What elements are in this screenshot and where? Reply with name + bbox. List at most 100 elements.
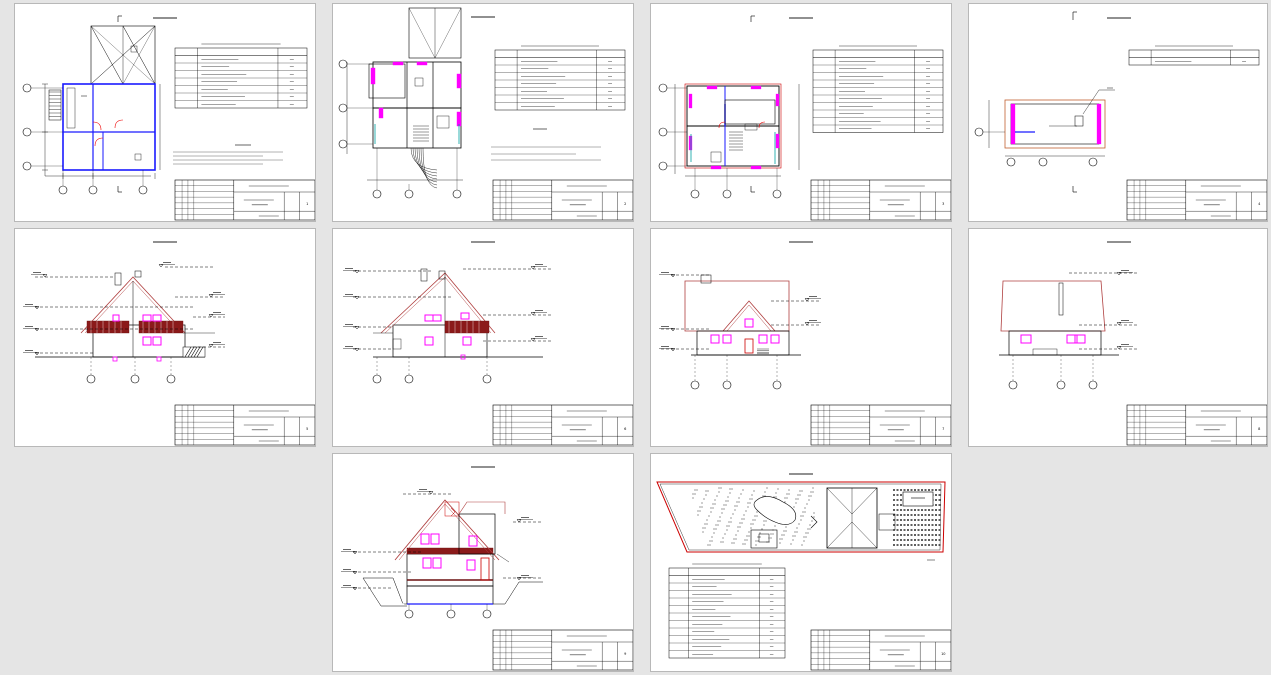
spec-table [812, 45, 944, 133]
level-triangle-icon [31, 272, 48, 278]
level-triangle-icon [208, 292, 225, 298]
axis-marker-icon [658, 161, 668, 171]
spec-table [494, 45, 626, 111]
axis-marker-icon [772, 189, 782, 199]
axis-marker-icon [482, 609, 492, 619]
level-triangle-icon [804, 296, 821, 302]
spec-table [668, 563, 786, 659]
axis-marker-icon [372, 374, 382, 384]
level-triangle-icon [158, 262, 175, 268]
axis-marker-icon [338, 103, 348, 113]
axis-marker-icon [722, 380, 732, 390]
title-block: 9 [492, 629, 633, 671]
title-block: 2 [492, 179, 633, 221]
sheet-facade-3: 7 [650, 228, 952, 447]
axis-marker-icon [1006, 157, 1016, 167]
level-triangle-icon [343, 294, 360, 300]
spec-table [174, 43, 308, 109]
level-triangle-icon [804, 320, 821, 326]
title-block: 3 [810, 179, 951, 221]
level-triangle-icon [659, 326, 676, 332]
level-triangle-icon [208, 342, 225, 348]
sheet-number: 4 [1258, 202, 1261, 206]
level-triangle-icon [516, 517, 533, 523]
level-triangle-icon [530, 264, 547, 270]
level-triangle-icon [1116, 320, 1133, 326]
axis-marker-icon [1056, 380, 1066, 390]
title-block: 1 [174, 179, 315, 221]
sheet-plan-1: 1 [14, 3, 316, 222]
sheet-number: 5 [306, 427, 308, 431]
axis-marker-icon [22, 127, 32, 137]
sheet-facade-2: 6 [332, 228, 634, 447]
level-triangle-icon [1116, 270, 1133, 276]
axis-marker-icon [690, 189, 700, 199]
level-triangle-icon [343, 346, 360, 352]
level-triangle-icon [23, 304, 40, 310]
axis-marker-icon [974, 127, 984, 137]
title-block: 6 [492, 404, 633, 446]
level-triangle-icon [659, 346, 676, 352]
axis-marker-icon [166, 374, 176, 384]
sheet-facade-1: 5 [14, 228, 316, 447]
sheet-number: 6 [624, 427, 626, 431]
spec-table [1128, 45, 1260, 66]
sheet-plan-4: 4 [968, 3, 1268, 222]
sheet-plan-2: 2 [332, 3, 634, 222]
axis-marker-icon [452, 189, 462, 199]
level-triangle-icon [343, 324, 360, 330]
axis-marker-icon [338, 59, 348, 69]
sheet-number: 8 [1258, 427, 1260, 431]
sheet-number: 3 [942, 202, 944, 206]
sheet-number: 7 [942, 427, 944, 431]
axis-marker-icon [404, 374, 414, 384]
axis-marker-icon [22, 161, 32, 171]
axis-marker-icon [658, 127, 668, 137]
axis-marker-icon [372, 189, 382, 199]
axis-marker-icon [22, 83, 32, 93]
title-block: 5 [174, 404, 315, 446]
axis-marker-icon [1088, 157, 1098, 167]
sheet-number: 9 [624, 652, 626, 656]
title-block: 8 [1126, 404, 1267, 446]
sheet-plan-3: 3 [650, 3, 952, 222]
level-triangle-icon [341, 569, 358, 575]
axis-marker-icon [1008, 380, 1018, 390]
level-triangle-icon [343, 268, 360, 274]
level-triangle-icon [23, 326, 40, 332]
level-triangle-icon [659, 272, 676, 278]
axis-marker-icon [86, 374, 96, 384]
sheet-facade-4: 8 [968, 228, 1268, 447]
sheet-number: 10 [941, 652, 945, 656]
sheet-number: 1 [306, 202, 308, 206]
level-triangle-icon [23, 350, 40, 356]
sheet-number: 2 [624, 202, 626, 206]
level-triangle-icon [341, 585, 358, 591]
axis-marker-icon [658, 83, 668, 93]
level-triangle-icon [530, 336, 547, 342]
axis-marker-icon [772, 380, 782, 390]
axis-marker-icon [1088, 380, 1098, 390]
axis-marker-icon [446, 609, 456, 619]
level-triangle-icon [516, 575, 533, 581]
axis-marker-icon [404, 609, 414, 619]
axis-marker-icon [482, 374, 492, 384]
axis-marker-icon [1038, 157, 1048, 167]
level-triangle-icon [1116, 344, 1133, 350]
axis-marker-icon [58, 185, 68, 195]
axis-marker-icon [690, 380, 700, 390]
level-triangle-icon [208, 312, 225, 318]
axis-marker-icon [722, 189, 732, 199]
level-triangle-icon [341, 549, 358, 555]
title-block: 7 [810, 404, 951, 446]
sheet-section: 9 [332, 453, 634, 672]
axis-marker-icon [404, 189, 414, 199]
axis-marker-icon [88, 185, 98, 195]
axis-marker-icon [338, 139, 348, 149]
title-block: 10 [810, 629, 951, 671]
title-block: 4 [1126, 179, 1267, 221]
axis-marker-icon [138, 185, 148, 195]
level-triangle-icon [417, 489, 434, 495]
sheet-site-plan: 10 [650, 453, 952, 672]
level-triangle-icon [530, 310, 547, 316]
